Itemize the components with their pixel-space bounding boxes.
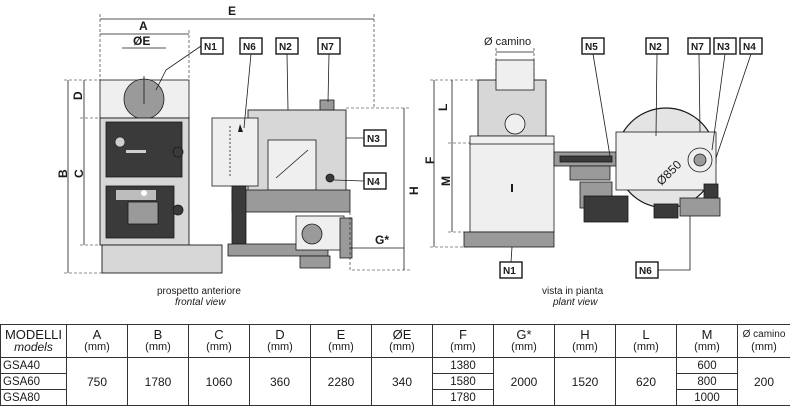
tag-n4-plant: N4 (743, 42, 756, 53)
cell-m: 600 (677, 358, 738, 374)
cell-h: 1520 (555, 358, 616, 406)
table-row: GSA40 750 1780 1060 360 2280 340 1380 20… (1, 358, 790, 374)
model-cell: GSA80 (1, 390, 67, 406)
col-header-g: G*(mm) (494, 325, 555, 358)
cell-oe: 340 (372, 358, 433, 406)
cell-g: 2000 (494, 358, 555, 406)
tag-n1-front: N1 (204, 42, 217, 53)
tag-n4-front: N4 (367, 177, 380, 188)
tag-n7-plant: N7 (691, 42, 704, 53)
dim-label-l: L (436, 104, 450, 111)
col-header-l: L(mm) (616, 325, 677, 358)
plant-motor (584, 196, 628, 222)
cell-f: 1580 (433, 374, 494, 390)
dim-label-d: D (71, 91, 85, 100)
model-cell: GSA60 (1, 374, 67, 390)
col-header-b: B(mm) (128, 325, 189, 358)
tag-n7-front: N7 (321, 42, 334, 53)
frontal-view: E A ØE D B C (56, 4, 421, 308)
boiler-base (102, 245, 222, 273)
col-header-oe: ØE(mm) (372, 325, 433, 358)
tag-n6-front: N6 (243, 42, 256, 53)
cell-m: 800 (677, 374, 738, 390)
dim-label-g: G* (375, 233, 389, 247)
tag-n3-front: N3 (367, 134, 380, 145)
control-panel (212, 118, 258, 186)
dim-label-h: H (407, 186, 421, 195)
cell-l: 620 (616, 358, 677, 406)
frontal-caption: prospetto anteriore (157, 286, 241, 297)
tag-n2-plant: N2 (649, 42, 662, 53)
dim-label-oe: ØE (133, 34, 150, 48)
plant-caption: vista in pianta (542, 286, 604, 297)
col-header-d: D(mm) (250, 325, 311, 358)
col-header-e: E(mm) (311, 325, 372, 358)
technical-drawing: E A ØE D B C (0, 0, 790, 322)
cell-d: 360 (250, 358, 311, 406)
cell-m: 1000 (677, 390, 738, 406)
col-header-a: A(mm) (67, 325, 128, 358)
tag-n5-plant: N5 (585, 42, 598, 53)
dim-label-e: E (228, 4, 236, 18)
cell-f: 1380 (433, 358, 494, 374)
cell-f: 1780 (433, 390, 494, 406)
cell-e: 2280 (311, 358, 372, 406)
cell-camino: 200 (738, 358, 790, 406)
tag-n1-plant: N1 (503, 266, 516, 277)
col-header-m: M(mm) (677, 325, 738, 358)
cell-a: 750 (67, 358, 128, 406)
cell-c: 1060 (189, 358, 250, 406)
tag-n6-plant: N6 (639, 266, 652, 277)
dim-label-m: M (439, 176, 453, 186)
tag-n2-front: N2 (279, 42, 292, 53)
model-cell: GSA40 (1, 358, 67, 374)
dim-label-a: A (139, 19, 148, 33)
dim-label-c: C (72, 169, 86, 178)
col-header-h: H(mm) (555, 325, 616, 358)
camino-label: Ø camino (484, 36, 531, 48)
tag-n3-plant: N3 (717, 42, 730, 53)
plant-caption-en: plant view (552, 297, 598, 308)
plant-view: Ø camino L F M Ø850 (423, 36, 762, 308)
dim-label-b: B (56, 169, 70, 178)
dim-label-f: F (423, 157, 437, 164)
cell-b: 1780 (128, 358, 189, 406)
col-header-f: F(mm) (433, 325, 494, 358)
col-header-c: C(mm) (189, 325, 250, 358)
col-header-camino: Ø camino(mm) (738, 325, 790, 358)
frontal-caption-en: frontal view (175, 297, 226, 308)
boiler-upper-door (106, 122, 182, 177)
